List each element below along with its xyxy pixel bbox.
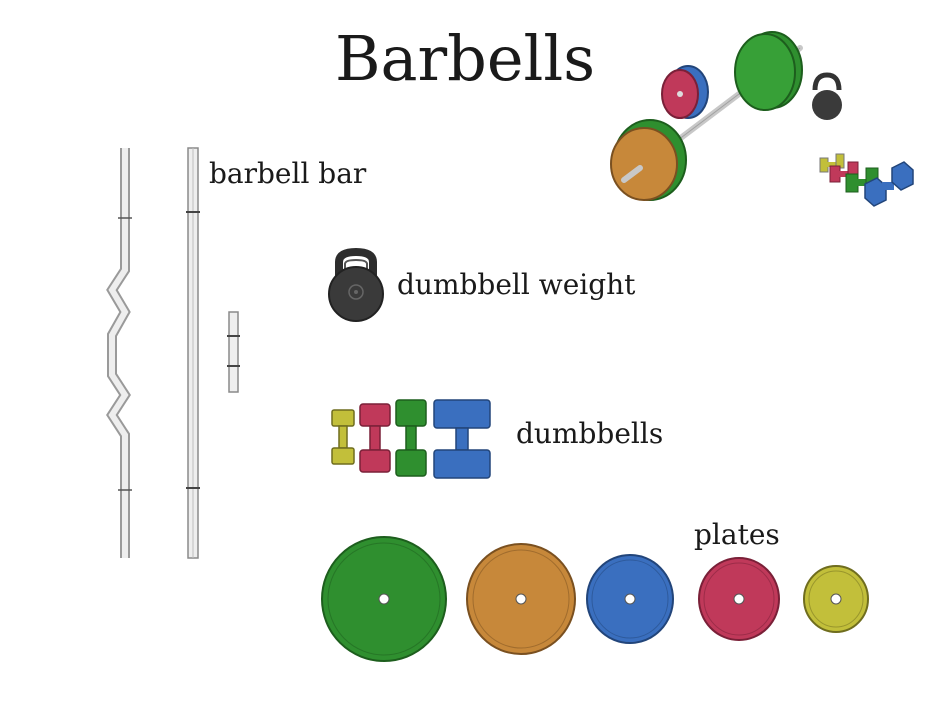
dumbbells-icon — [331, 399, 491, 479]
dumbbells-label: dumbbells — [516, 417, 664, 450]
barbell-bar-label: barbell bar — [209, 157, 367, 190]
plates-label: plates — [694, 518, 780, 551]
page-title: Barbells — [335, 22, 596, 95]
barbell-bars-icon — [106, 147, 240, 559]
dumbbell-weight-label: dumbbell weight — [397, 268, 636, 301]
weight-plates-icon — [321, 536, 869, 662]
kettlebell-icon — [328, 248, 384, 322]
barbell-set-icon — [610, 31, 914, 207]
